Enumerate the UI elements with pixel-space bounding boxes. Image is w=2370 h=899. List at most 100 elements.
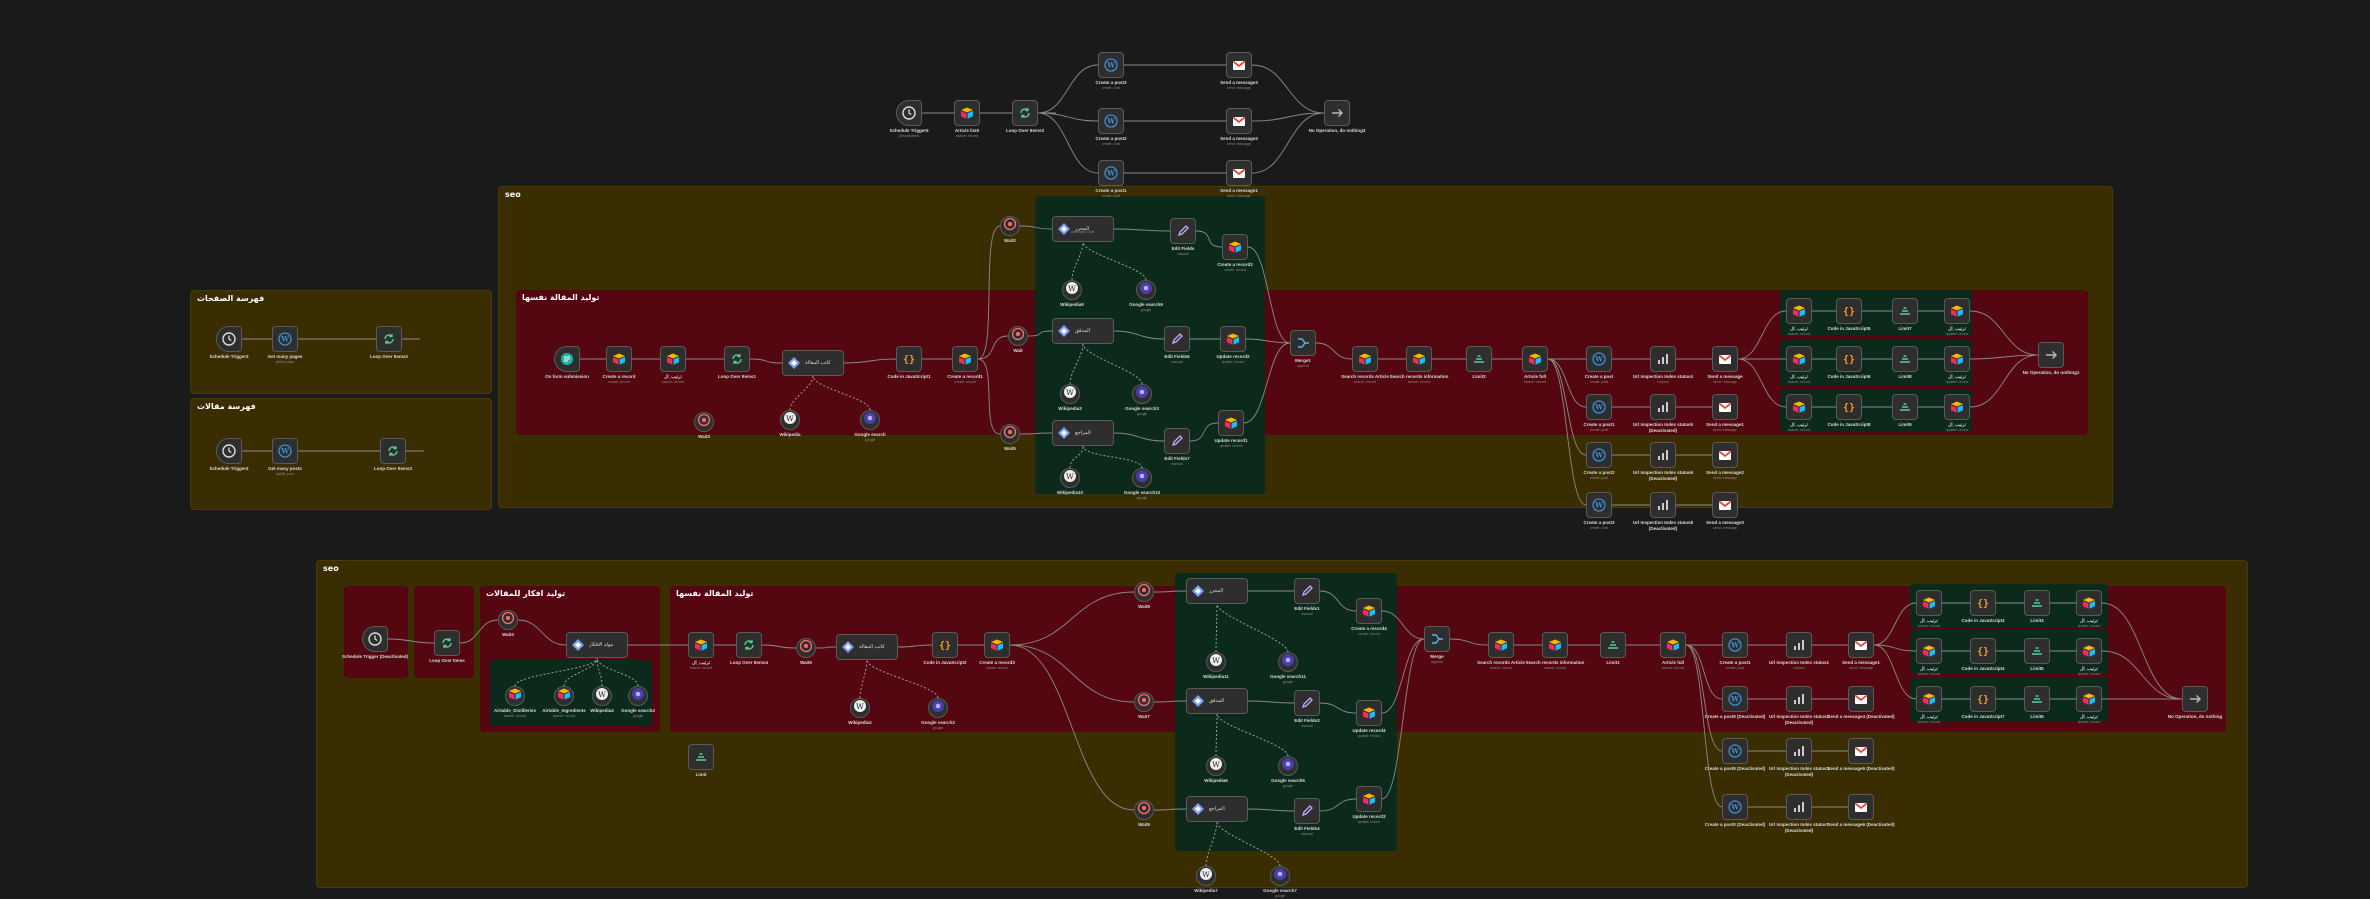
workflow-node[interactable]	[1294, 578, 1320, 604]
workflow-node[interactable]	[1848, 794, 1874, 820]
trigger-node[interactable]	[554, 346, 580, 372]
sub-node[interactable]	[1136, 280, 1156, 300]
connection[interactable]	[1252, 113, 1324, 121]
connection[interactable]	[1083, 242, 1146, 280]
connection[interactable]	[1206, 822, 1217, 866]
agent-node[interactable]: المدقق	[1186, 688, 1248, 714]
workflow-node[interactable]	[1650, 442, 1676, 468]
workflow-node[interactable]	[1892, 394, 1918, 420]
connection[interactable]	[978, 359, 1000, 434]
connection[interactable]	[1154, 591, 1186, 592]
workflow-node[interactable]	[1786, 298, 1812, 324]
connection[interactable]	[1010, 592, 1134, 645]
connection[interactable]	[597, 658, 602, 686]
sub-node[interactable]	[1134, 800, 1154, 820]
sub-node[interactable]: W	[592, 686, 612, 706]
sub-node[interactable]	[1278, 756, 1298, 776]
workflow-node[interactable]	[1650, 346, 1676, 372]
workflow-node[interactable]	[1466, 346, 1492, 372]
connection[interactable]	[1028, 331, 1052, 336]
connection[interactable]	[1196, 231, 1222, 247]
workflow-node[interactable]	[1522, 346, 1548, 372]
workflow-node[interactable]	[1226, 160, 1252, 186]
workflow-node[interactable]: {}	[1836, 394, 1862, 420]
workflow-node[interactable]	[1294, 798, 1320, 824]
connection[interactable]	[515, 658, 597, 686]
connection[interactable]	[1114, 433, 1164, 441]
workflow-node[interactable]	[1356, 786, 1382, 812]
connection[interactable]	[1316, 343, 1352, 359]
workflow-node[interactable]	[2076, 638, 2102, 664]
workflow-node[interactable]	[1294, 690, 1320, 716]
workflow-node[interactable]	[1660, 632, 1686, 658]
workflow-node[interactable]	[1218, 410, 1244, 436]
workflow-node[interactable]	[1712, 442, 1738, 468]
workflow-node[interactable]	[952, 346, 978, 372]
connection[interactable]	[1320, 799, 1356, 811]
workflow-node[interactable]	[1406, 346, 1432, 372]
agent-node[interactable]: مولد الافكار	[566, 632, 628, 658]
agent-node[interactable]: المراجع	[1186, 796, 1248, 822]
sub-node[interactable]: W	[1060, 468, 1080, 488]
workflow-node[interactable]: W	[1722, 686, 1748, 712]
workflow-node[interactable]	[376, 326, 402, 352]
workflow-node[interactable]	[1226, 108, 1252, 134]
workflow-node[interactable]	[606, 346, 632, 372]
workflow-node[interactable]: {}	[1970, 590, 1996, 616]
workflow-node[interactable]: W	[1098, 108, 1124, 134]
agent-node[interactable]: المراجع	[1052, 420, 1114, 446]
connection[interactable]	[1248, 809, 1294, 811]
sub-node[interactable]	[796, 638, 816, 658]
workflow-node[interactable]: W	[1586, 442, 1612, 468]
connection[interactable]	[762, 645, 796, 648]
workflow-node[interactable]	[1012, 100, 1038, 126]
workflow-node[interactable]	[1944, 394, 1970, 420]
workflow-node[interactable]: {}	[932, 632, 958, 658]
agent-node[interactable]: كاتب المقالة	[836, 634, 898, 660]
workflow-node[interactable]	[984, 632, 1010, 658]
workflow-node[interactable]	[724, 346, 750, 372]
workflow-node[interactable]	[1324, 100, 1350, 126]
workflow-node[interactable]	[2024, 686, 2050, 712]
workflow-node[interactable]: W	[272, 326, 298, 352]
workflow-node[interactable]	[1170, 218, 1196, 244]
sub-node[interactable]	[628, 686, 648, 706]
workflow-node[interactable]	[1542, 632, 1568, 658]
agent-node[interactable]: المدقق	[1052, 318, 1114, 344]
sub-node[interactable]	[694, 412, 714, 432]
connection[interactable]	[898, 645, 932, 647]
sub-node[interactable]	[860, 410, 880, 430]
workflow-node[interactable]	[1786, 686, 1812, 712]
connection[interactable]	[816, 647, 836, 648]
workflow-node[interactable]	[1712, 394, 1738, 420]
connection[interactable]	[1114, 331, 1164, 339]
workflow-node[interactable]	[380, 438, 406, 464]
workflow-node[interactable]	[1916, 686, 1942, 712]
workflow-node[interactable]: W	[1586, 346, 1612, 372]
agent-node[interactable]: المحرر	[1186, 578, 1248, 604]
workflow-node[interactable]	[954, 100, 980, 126]
connection[interactable]	[813, 376, 870, 410]
connection[interactable]	[1083, 446, 1142, 468]
workflow-node[interactable]: {}	[1970, 686, 1996, 712]
workflow-node[interactable]	[1488, 632, 1514, 658]
workflow-node[interactable]	[1786, 738, 1812, 764]
workflow-node[interactable]	[1786, 794, 1812, 820]
workflow-node[interactable]	[660, 346, 686, 372]
connection[interactable]	[1874, 645, 1916, 651]
connection[interactable]	[388, 639, 434, 643]
connection[interactable]	[978, 226, 1000, 359]
workflow-node[interactable]	[1892, 298, 1918, 324]
workflow-node[interactable]	[1226, 52, 1252, 78]
connection[interactable]	[1070, 446, 1083, 468]
workflow-node[interactable]	[2076, 590, 2102, 616]
trigger-node[interactable]	[362, 626, 388, 652]
workflow-node[interactable]	[1600, 632, 1626, 658]
connection[interactable]	[1020, 433, 1052, 434]
workflow-node[interactable]	[1424, 626, 1450, 652]
trigger-node[interactable]	[216, 438, 242, 464]
workflow-node[interactable]: W	[1722, 794, 1748, 820]
connection[interactable]	[1038, 113, 1098, 121]
workflow-node[interactable]: W	[1586, 492, 1612, 518]
